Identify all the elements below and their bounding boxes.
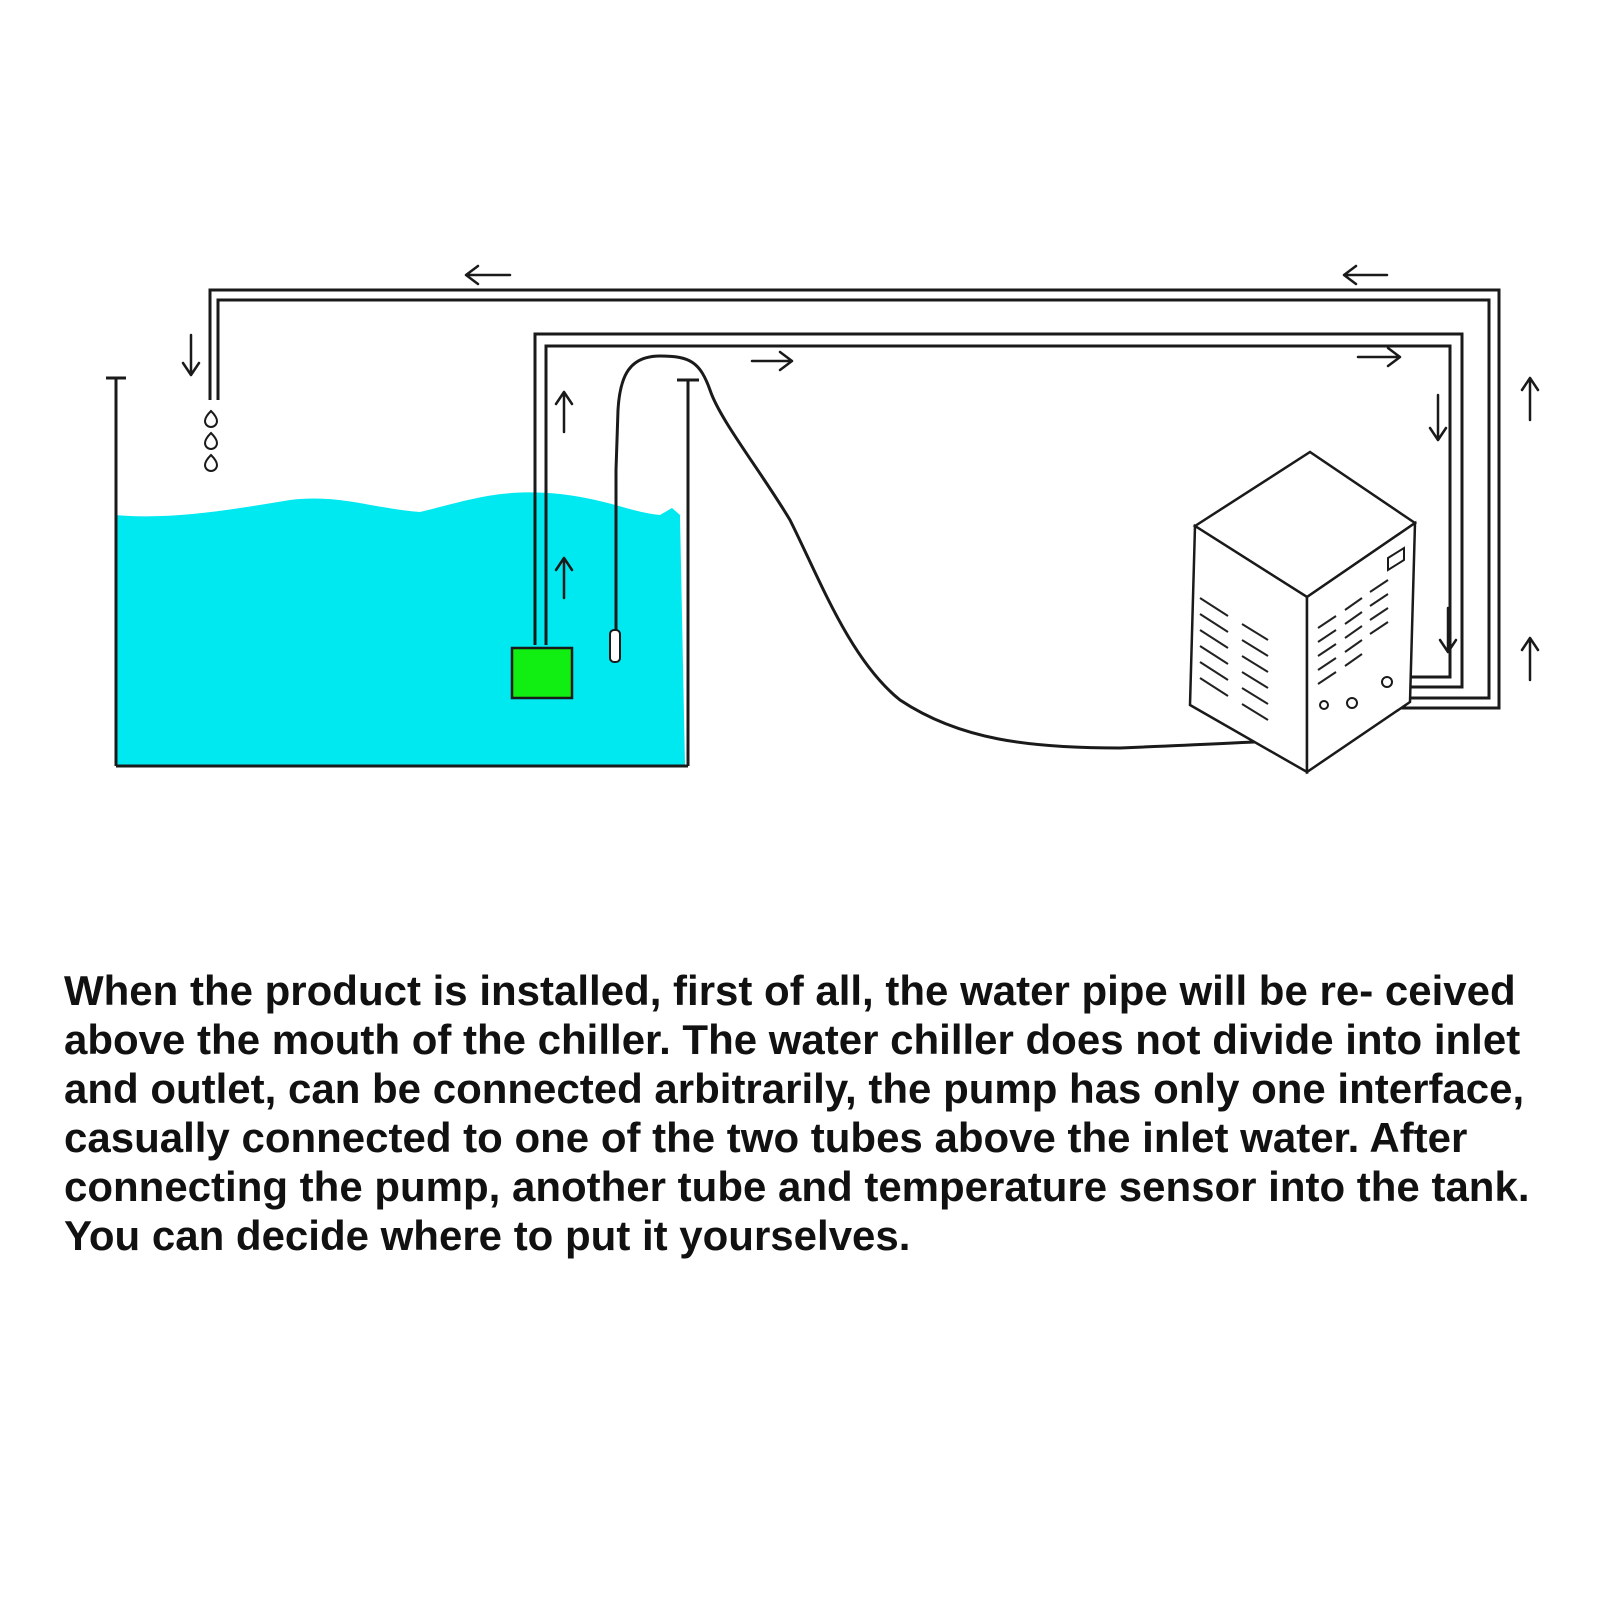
chiller-port-upper: [1381, 676, 1393, 688]
supply-pipe-inner: [544, 344, 1452, 679]
chiller-sensor-port: [1319, 700, 1329, 710]
return-pipe-outer: [208, 288, 1501, 710]
temperature-probe: [609, 629, 621, 663]
installation-instructions: When the product is installed, first of …: [64, 967, 1530, 1259]
return-pipe-inner: [216, 298, 1491, 700]
supply-pipe-outer: [533, 332, 1464, 689]
temperature-sensor-cable: [614, 354, 1324, 750]
water-chiller: [1188, 450, 1418, 775]
installation-diagram: [106, 264, 1540, 775]
chiller-vents-left: [1199, 597, 1269, 721]
flow-arrow-icon: [181, 264, 1540, 682]
tank-water: [115, 492, 685, 765]
submersible-pump: [510, 646, 574, 700]
chiller-vents-right: [1317, 579, 1389, 685]
water-drop-icon: [203, 409, 219, 472]
chiller-control-panel: [1387, 546, 1405, 572]
water-tank: [106, 376, 699, 768]
chiller-port-lower: [1346, 697, 1358, 709]
